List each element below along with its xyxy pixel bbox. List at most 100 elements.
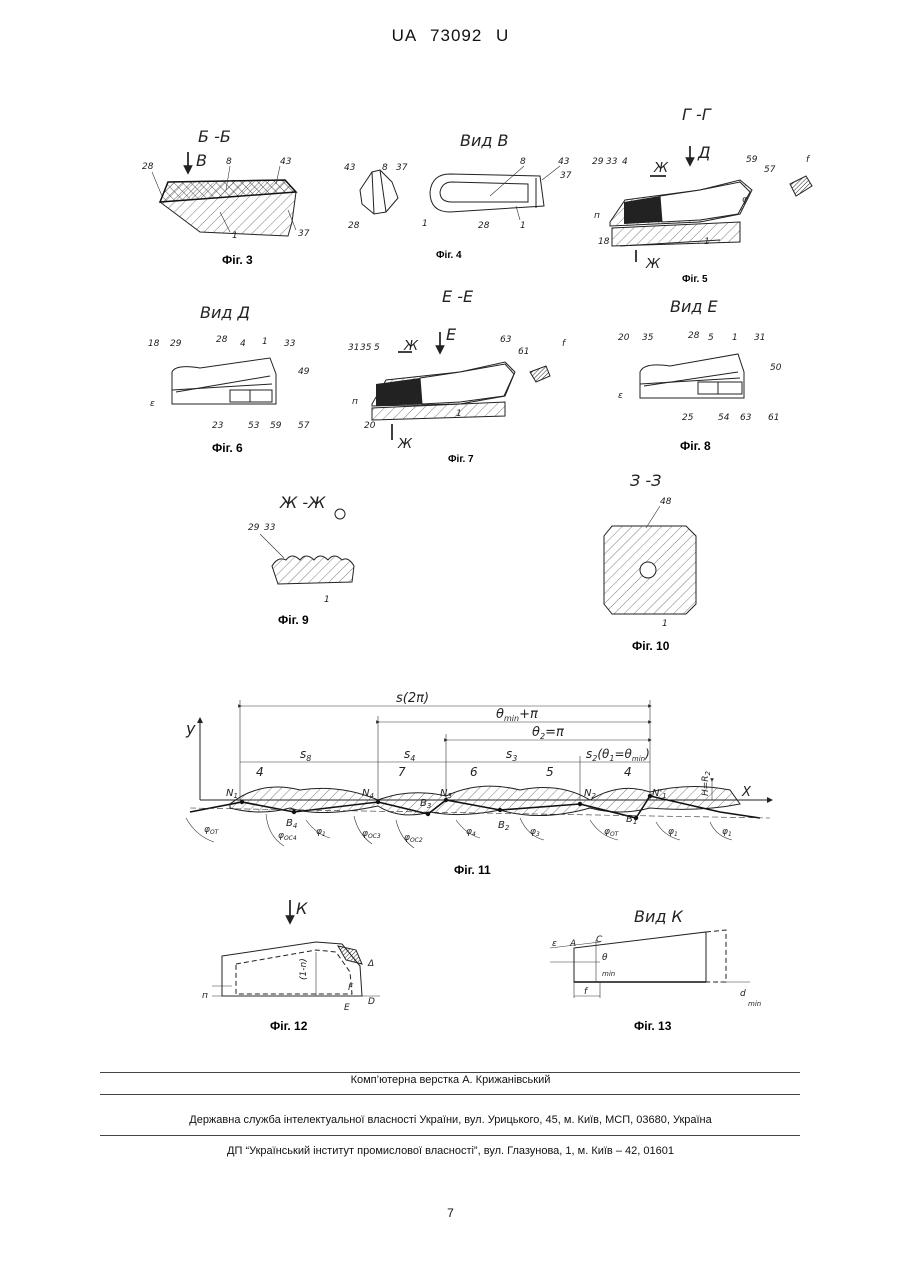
fig5-label: 57 — [764, 165, 776, 175]
fig11-caption: Фiг. 11 — [454, 863, 491, 877]
fig7-label: п — [352, 397, 358, 407]
fig4-view-title: Вид В — [460, 131, 509, 150]
fig12-label: E — [344, 1003, 350, 1013]
footer-rule — [100, 1135, 800, 1136]
fig10-caption: Фiг. 10 — [632, 639, 670, 653]
fig10-label: 48 — [660, 497, 672, 507]
fig9-label: 1 — [324, 595, 330, 605]
fig11-point-label: N1 — [226, 788, 238, 800]
fig11-point-label: N2 — [584, 788, 596, 800]
fig8-label: 50 — [770, 363, 782, 373]
fig6-label: 53 — [248, 421, 260, 431]
fig5-label: 4 — [622, 157, 628, 167]
fig5-label: 59 — [746, 155, 758, 165]
fig7-arrow-zh: Ж — [403, 339, 419, 354]
fig5-label: 1 — [704, 237, 710, 247]
fig9-section-title: Ж -Ж — [279, 493, 326, 512]
fig13-label: A — [569, 939, 576, 949]
fig4-label: 8 — [382, 163, 388, 173]
fig11-region-num: 6 — [470, 765, 478, 779]
footer-institute: ДП “Український інститут промислової вла… — [0, 1145, 901, 1157]
fig12-label: D — [368, 997, 375, 1007]
fig3-label: 28 — [142, 162, 154, 172]
fig6-view-title: Вид Д — [200, 303, 250, 322]
fig4-label: 8 — [520, 157, 526, 167]
fig6-label: 28 — [216, 335, 228, 345]
fig8-label: 61 — [768, 413, 779, 423]
fig10-section-title: З -З — [630, 471, 661, 490]
figure-5: Г -Г Д Ж Ж 29 33 4 59 57 f φ п 18 1 Фiг.… — [592, 105, 812, 285]
fig6-label: 18 — [148, 339, 160, 349]
fig11-axis-y: y — [185, 719, 196, 738]
fig11-dim-s2pi: s(2π) — [396, 691, 429, 706]
fig6-label: 49 — [298, 367, 310, 377]
fig7-label: 1 — [456, 409, 462, 419]
fig13-label: ε — [552, 939, 557, 949]
fig5-label: 33 — [606, 157, 618, 167]
fig5-arrow-d: Д — [697, 143, 711, 162]
fig13-label: d — [740, 989, 746, 999]
fig12-label: Δ — [367, 959, 374, 969]
fig8-label: 35 — [642, 333, 654, 343]
fig11-seg-s8: s8 — [300, 747, 311, 763]
fig8-label: 31 — [754, 333, 765, 343]
fig11-point-label: B2 — [498, 820, 510, 832]
fig5-caption: Фiг. 5 — [682, 274, 708, 285]
fig5-label: φ — [742, 195, 748, 205]
fig6-label: 33 — [284, 339, 296, 349]
fig11-axis-x: X — [741, 785, 752, 800]
fig4-caption: Фiг. 4 — [436, 250, 462, 261]
fig3-label: 1 — [232, 231, 238, 241]
fig12-label: F — [348, 983, 354, 993]
fig13-label: θ — [602, 953, 608, 963]
page-number: 7 — [0, 1206, 901, 1220]
figure-10: З -З 48 1 Фiг. 10 — [604, 471, 696, 653]
fig11-angle-label: φОС2 — [404, 833, 423, 844]
fig3-label: 8 — [226, 157, 232, 167]
fig12-label: п — [202, 991, 208, 1001]
fig4-label: 43 — [558, 157, 570, 167]
fig6-label: 1 — [262, 337, 268, 347]
fig8-label: 5 — [708, 333, 714, 343]
fig5-arrow-zh: Ж — [653, 161, 669, 176]
fig8-label: ε — [618, 391, 623, 401]
fig8-label: 63 — [740, 413, 752, 423]
fig4-label: 37 — [396, 163, 408, 173]
fig11-region-num: 7 — [398, 765, 406, 779]
fig13-caption: Фiг. 13 — [634, 1019, 672, 1033]
fig5-arrow-zh2: Ж — [645, 257, 661, 272]
fig7-caption: Фiг. 7 — [448, 454, 474, 465]
fig12-label: (1-n) — [299, 958, 309, 980]
figure-13: Вид К ε A C θ min f d min Фiг. 13 — [550, 907, 761, 1033]
fig11-angle-label: φ1 — [316, 827, 326, 838]
fig3-arrow-label: В — [196, 151, 207, 170]
fig10-label: 1 — [662, 619, 668, 629]
fig7-arrow-zh2: Ж — [397, 437, 413, 452]
fig11-dim-theta2: θ2=π — [532, 725, 564, 741]
fig6-label: 29 — [170, 339, 182, 349]
fig9-label: 33 — [264, 523, 276, 533]
fig4-label: 37 — [560, 171, 572, 181]
fig11-point-label: B4 — [286, 818, 297, 830]
fig3-label: 37 — [298, 229, 310, 239]
fig11-angle-label: φОС4 — [278, 831, 297, 842]
figure-3: Б -Б В 28 8 43 1 37 Фiг. 3 — [142, 127, 310, 267]
fig4-label: 28 — [478, 221, 490, 231]
fig11-angle-label: φОТ — [604, 827, 620, 838]
fig4-label: 1 — [422, 219, 428, 229]
fig11-angle-label: φ3 — [530, 827, 540, 838]
fig11-region-num: 5 — [546, 765, 554, 779]
fig11-region-num: 4 — [624, 765, 632, 779]
fig6-label: 23 — [212, 421, 224, 431]
fig5-label: п — [594, 211, 600, 221]
fig9-caption: Фiг. 9 — [278, 613, 309, 627]
fig8-label: 20 — [618, 333, 630, 343]
fig11-angle-label: φ1 — [668, 827, 678, 838]
fig11-seg-s4: s4 — [404, 747, 415, 763]
fig7-label: 20 — [364, 421, 376, 431]
fig7-section-title: Е -Е — [442, 287, 474, 306]
figure-12: К п Δ E D F (1-n) Фiг. 12 — [202, 899, 380, 1033]
fig5-label: 18 — [598, 237, 610, 247]
fig8-caption: Фiг. 8 — [680, 439, 711, 453]
fig13-label: f — [584, 987, 589, 997]
